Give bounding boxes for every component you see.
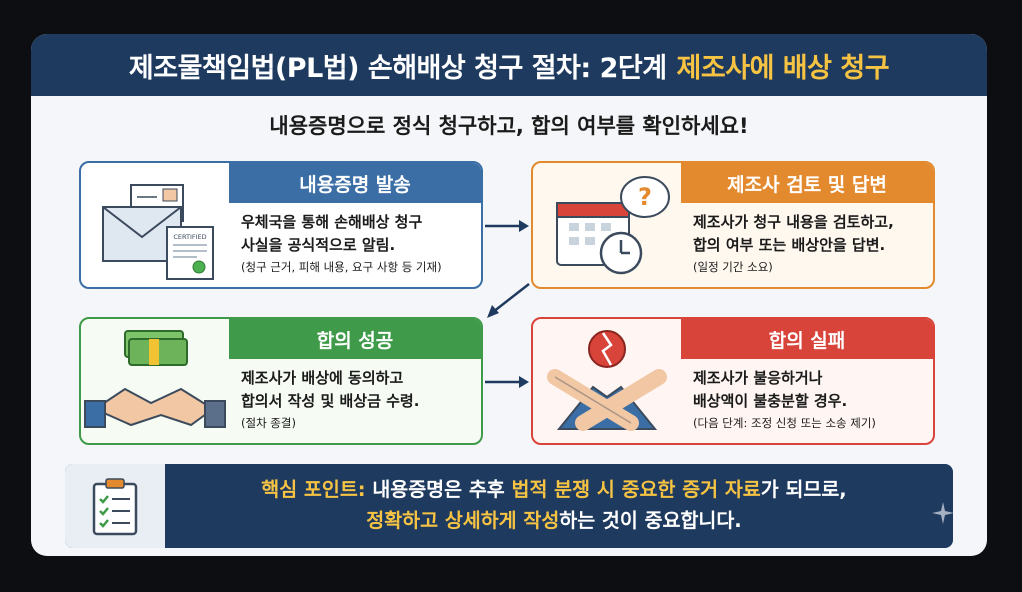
step-4-note: (다음 단계: 조정 신청 또는 소송 제기) — [693, 416, 876, 430]
key-point-line-1: 핵심 포인트: 내용증명은 추후 법적 분쟁 시 중요한 증거 자료가 되므로, — [175, 474, 933, 505]
key-point-text: 핵심 포인트: 내용증명은 추후 법적 분쟁 시 중요한 증거 자료가 되므로,… — [175, 474, 933, 536]
step-4-line-2: 배상액이 불충분할 경우. — [693, 392, 848, 410]
title-main: 제조물책임법(PL법) 손해배상 청구 절차: 2단계 — [128, 52, 667, 84]
step-1-line-1: 우체국을 통해 손해배상 청구 — [241, 213, 423, 231]
key-point-part-1: 내용증명은 추후 — [365, 478, 512, 501]
certified-text: CERTIFIED — [173, 233, 206, 241]
step-agreement-success: 합의 성공 제조사가 배상에 동의하고 합의서 작성 및 배상금 수령. (절차… — [79, 317, 483, 445]
step-3-note: (절차 종결) — [241, 416, 296, 430]
step-1-body: 우체국을 통해 손해배상 청구 사실을 공식적으로 알림. (청구 근거, 피해… — [241, 211, 473, 277]
step-1-note: (청구 근거, 피해 내용, 요구 사항 등 기재) — [241, 260, 442, 274]
calendar-clock-icon: ? — [533, 163, 681, 287]
key-point-part-3: 하는 것이 중요합니다. — [559, 509, 742, 532]
title-highlight: 제조사에 배상 청구 — [676, 52, 890, 84]
svg-text:?: ? — [638, 183, 652, 211]
arrow-down-left-icon — [487, 283, 530, 318]
subtitle: 내용증명으로 정식 청구하고, 합의 여부를 확인하세요! — [269, 114, 749, 138]
title-bar: 제조물책임법(PL법) 손해배상 청구 절차: 2단계 제조사에 배상 청구 — [31, 34, 987, 96]
step-3-line-1: 제조사가 배상에 동의하고 — [241, 369, 404, 387]
envelope-certified-icon: CERTIFIED — [81, 163, 229, 287]
step-2-heading: 제조사 검토 및 답변 — [681, 163, 933, 203]
step-2-line-2: 합의 여부 또는 배상안을 답변. — [693, 236, 886, 254]
step-3-body: 제조사가 배상에 동의하고 합의서 작성 및 배상금 수령. (절차 종결) — [241, 367, 473, 433]
step-1-heading: 내용증명 발송 — [229, 163, 481, 203]
step-2-note: (일정 기간 소요) — [693, 260, 773, 274]
key-point-banner: 핵심 포인트: 내용증명은 추후 법적 분쟁 시 중요한 증거 자료가 되므로,… — [65, 464, 953, 548]
key-point-line-2: 정확하고 상세하게 작성하는 것이 중요합니다. — [175, 505, 933, 536]
step-1-line-2: 사실을 공식적으로 알림. — [241, 236, 396, 254]
handshake-money-icon — [81, 319, 229, 443]
step-agreement-failure: 합의 실패 제조사가 불응하거나 배상액이 불충분할 경우. (다음 단계: 조… — [531, 317, 935, 445]
step-certified-mail: CERTIFIED 내용증명 발송 우체국을 통해 손해배상 청구 사실을 공식… — [79, 161, 483, 289]
sparkle-icon — [932, 502, 954, 524]
arrow-right-icon — [485, 220, 529, 232]
step-2-line-1: 제조사가 청구 내용을 검토하고, — [693, 213, 894, 231]
infographic-card: 제조물책임법(PL법) 손해배상 청구 절차: 2단계 제조사에 배상 청구 내… — [31, 34, 987, 556]
step-4-heading: 합의 실패 — [681, 319, 933, 359]
crossed-arms-icon — [533, 319, 681, 443]
key-point-emphasis-1: 법적 분쟁 시 중요한 증거 자료 — [511, 478, 761, 501]
step-manufacturer-review: ? 제조사 검토 및 답변 제조사가 청구 내용을 검토하고, 합의 여부 또는… — [531, 161, 935, 289]
step-3-line-2: 합의서 작성 및 배상금 수령. — [241, 392, 420, 410]
arrow-right-icon — [485, 376, 529, 388]
step-4-line-1: 제조사가 불응하거나 — [693, 369, 823, 387]
step-4-body: 제조사가 불응하거나 배상액이 불충분할 경우. (다음 단계: 조정 신청 또… — [693, 367, 925, 433]
key-point-part-2: 가 되므로, — [760, 478, 847, 501]
step-2-body: 제조사가 청구 내용을 검토하고, 합의 여부 또는 배상안을 답변. (일정 … — [693, 211, 925, 277]
checklist-clipboard-icon — [65, 464, 165, 548]
key-point-label: 핵심 포인트: — [261, 478, 366, 501]
step-3-heading: 합의 성공 — [229, 319, 481, 359]
key-point-emphasis-2: 정확하고 상세하게 작성 — [366, 509, 560, 532]
